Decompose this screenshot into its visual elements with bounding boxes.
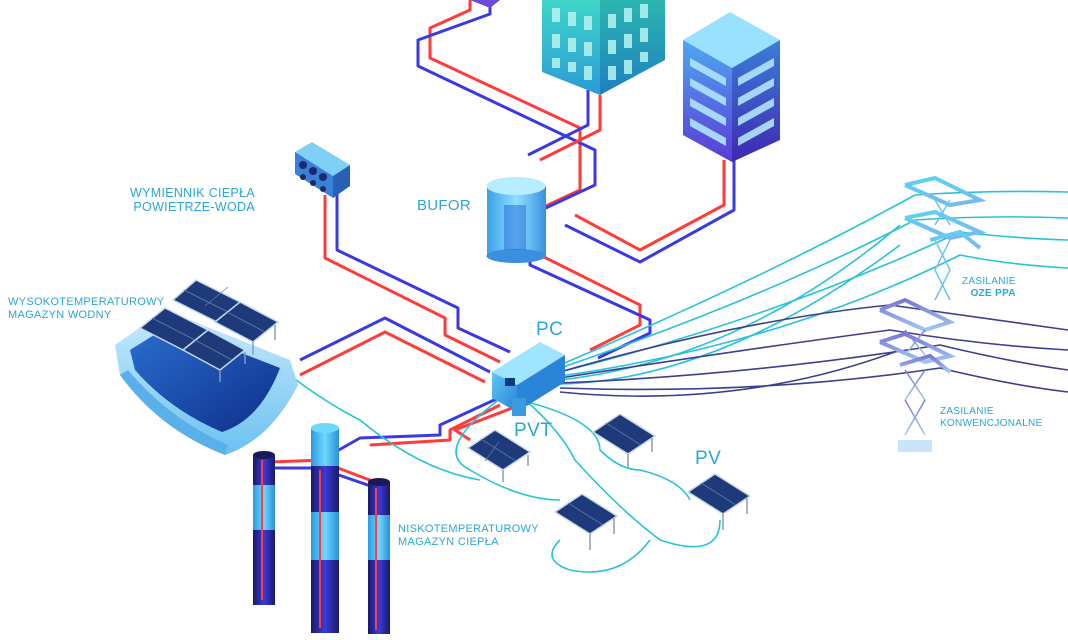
low-temp-storage-label-line1: NISKOTEMPERATUROWY <box>398 523 539 535</box>
heat-pump-label: PC <box>536 319 564 340</box>
pipe-hot <box>428 0 582 227</box>
pv-label: PV <box>695 448 722 469</box>
supply-ppa-label-line1: ZASILANIE <box>962 276 1016 287</box>
pv-field <box>466 413 752 550</box>
heat-pump-unit <box>492 342 565 416</box>
high-temp-storage-label-line1: WYSOKOTEMPERATUROWY <box>8 296 165 308</box>
supply-conventional-label: ZASILANIE KONWENCJONALNE <box>940 406 1043 429</box>
pipe-hot <box>323 195 501 364</box>
well <box>368 478 390 634</box>
supply-conventional-label-line1: ZASILANIE <box>940 406 994 417</box>
supply-ppa-label: ZASILANIE OZE PPA <box>962 276 1016 299</box>
pv-panel <box>686 473 752 530</box>
pipe-cold <box>564 155 736 264</box>
pipe-hot <box>369 403 501 447</box>
pipe-hot <box>453 403 521 442</box>
supply-conventional-label-line2: KONWENCJONALNE <box>940 417 1043 429</box>
pipe-cold <box>329 393 506 457</box>
pipe-cold <box>416 0 597 222</box>
pipe-cold <box>527 90 590 157</box>
building-teal <box>542 0 665 95</box>
pipe-hot <box>299 330 486 384</box>
pv-panel <box>591 413 657 468</box>
pipe-cold <box>335 192 511 354</box>
well <box>311 423 339 633</box>
well <box>253 451 275 605</box>
air-water-heat-exchanger <box>295 142 350 198</box>
borehole-wells <box>253 423 390 634</box>
pipe-hot <box>539 95 602 162</box>
pylon-ppa <box>904 175 987 315</box>
pvt-panel <box>466 429 532 482</box>
heat-exchanger-label-line1: WYMIENNIK CIEPŁA <box>130 186 255 200</box>
high-temp-storage-label: WYSOKOTEMPERATUROWY MAGAZYN WODNY <box>8 296 164 321</box>
cables-ppa <box>269 190 1068 573</box>
building-blue <box>683 12 780 162</box>
low-temp-storage-label: NISKOTEMPERATUROWY MAGAZYN CIEPŁA <box>398 523 539 548</box>
building-offscreen <box>470 0 500 8</box>
buffer-label: BUFOR <box>417 197 471 214</box>
heat-exchanger-label: WYMIENNIK CIEPŁA POWIETRZE-WODA <box>130 186 255 215</box>
solar-panels-storage <box>138 279 280 382</box>
low-temp-storage-label-line2: MAGAZYN CIEPŁA <box>398 535 499 548</box>
pv-panel <box>213 301 280 343</box>
cables-conventional <box>559 304 1068 397</box>
heat-exchanger-label-line2: POWIETRZE-WODA <box>133 200 255 215</box>
pipe-hot <box>574 160 726 252</box>
buffer-tank <box>486 177 546 263</box>
pylon-conventional <box>879 297 956 452</box>
high-temp-storage-label-line2: MAGAZYN WODNY <box>8 308 112 321</box>
supply-ppa-label-line2: OZE PPA <box>970 287 1016 299</box>
pipe-cold <box>299 316 491 374</box>
pvt-label: PVT <box>514 420 553 441</box>
pv-panel <box>553 493 619 550</box>
pv-panel <box>181 329 247 371</box>
